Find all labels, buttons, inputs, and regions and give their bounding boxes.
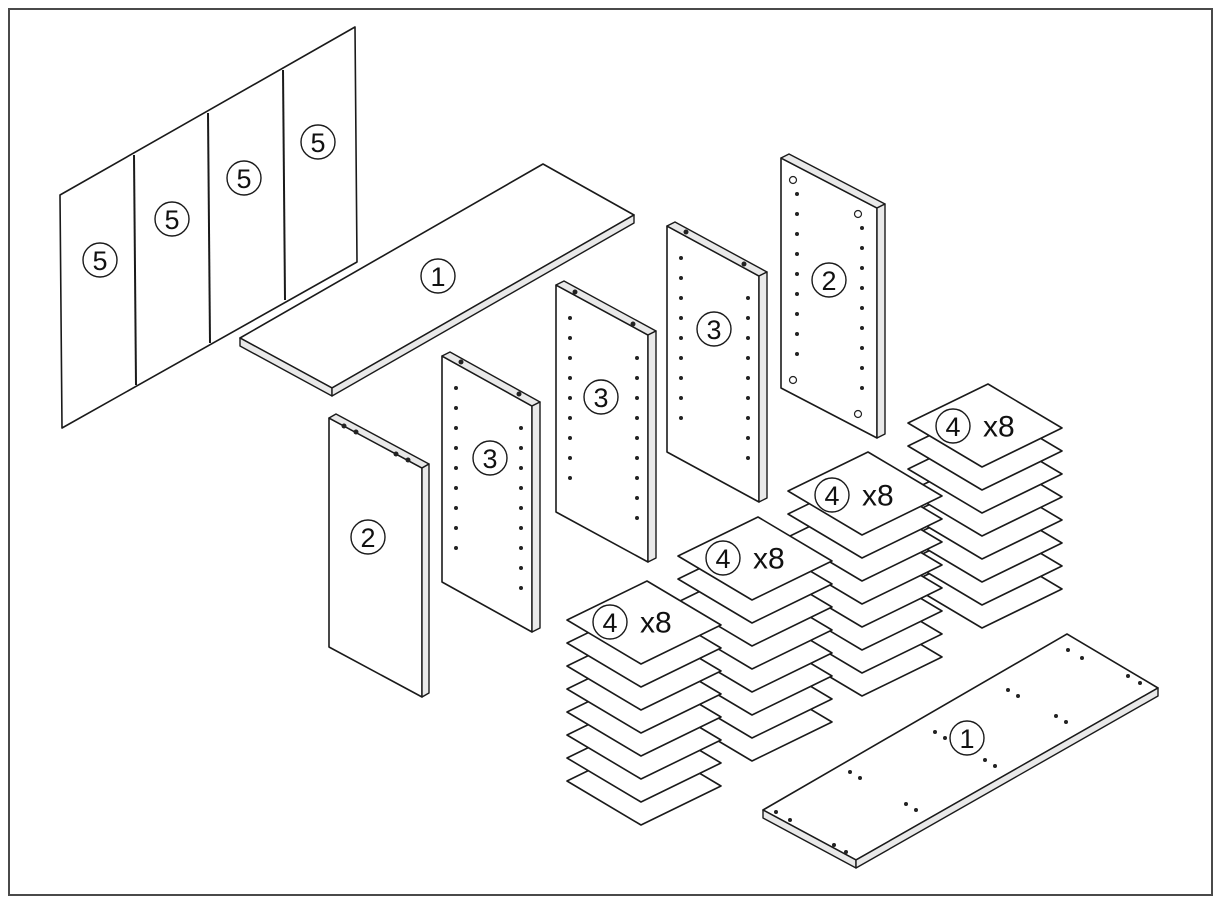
svg-text:4: 4	[602, 608, 617, 638]
svg-text:2: 2	[360, 523, 375, 553]
shelf-label-stack-3: 4 x8	[814, 477, 894, 513]
part-label-1-top: 1	[420, 258, 456, 294]
svg-text:4: 4	[824, 481, 839, 511]
svg-text:5: 5	[310, 128, 325, 158]
divider-panel-far	[666, 221, 768, 503]
svg-text:x8: x8	[983, 411, 1015, 444]
svg-text:x8: x8	[640, 607, 672, 640]
svg-text:4: 4	[945, 412, 960, 442]
svg-text:5: 5	[236, 164, 251, 194]
part-label-3-near: 3	[472, 440, 508, 476]
divider-panel-near	[441, 351, 541, 633]
hole-row	[568, 289, 639, 520]
side-panel-left	[328, 413, 430, 698]
part-label-2-left: 2	[350, 519, 386, 555]
side-panel-right	[780, 153, 886, 439]
hole-row	[454, 359, 523, 590]
part-label-5: 5	[82, 242, 118, 278]
svg-text:3: 3	[482, 444, 497, 474]
shelf-stack-1	[566, 580, 722, 826]
hole-row	[788, 175, 864, 419]
part-label-5: 5	[154, 201, 190, 237]
back-panels	[59, 26, 358, 429]
svg-text:5: 5	[92, 246, 107, 276]
svg-text:x8: x8	[862, 480, 894, 513]
shelf-label-stack-1: 4 x8	[592, 604, 672, 640]
svg-text:x8: x8	[753, 543, 785, 576]
svg-text:2: 2	[821, 266, 836, 296]
svg-text:1: 1	[430, 262, 445, 292]
svg-text:5: 5	[164, 205, 179, 235]
part-label-2-right: 2	[811, 262, 847, 298]
part-label-5: 5	[300, 124, 336, 160]
part-label-3-far: 3	[696, 311, 732, 347]
part-label-3-middle: 3	[583, 379, 619, 415]
hole-row	[679, 229, 750, 460]
svg-text:1: 1	[959, 724, 974, 754]
hole-row	[774, 648, 1142, 854]
svg-text:3: 3	[706, 315, 721, 345]
svg-text:3: 3	[593, 383, 608, 413]
part-label-5: 5	[226, 160, 262, 196]
shelf-label-stack-2: 4 x8	[705, 540, 785, 576]
shelf-label-stack-4: 4 x8	[935, 408, 1015, 444]
shelf-stack-3	[787, 451, 943, 697]
part-label-1-bottom: 1	[949, 720, 985, 756]
divider-panel-middle	[555, 280, 657, 563]
shelf-stack-2	[677, 516, 833, 762]
svg-text:4: 4	[715, 544, 730, 574]
